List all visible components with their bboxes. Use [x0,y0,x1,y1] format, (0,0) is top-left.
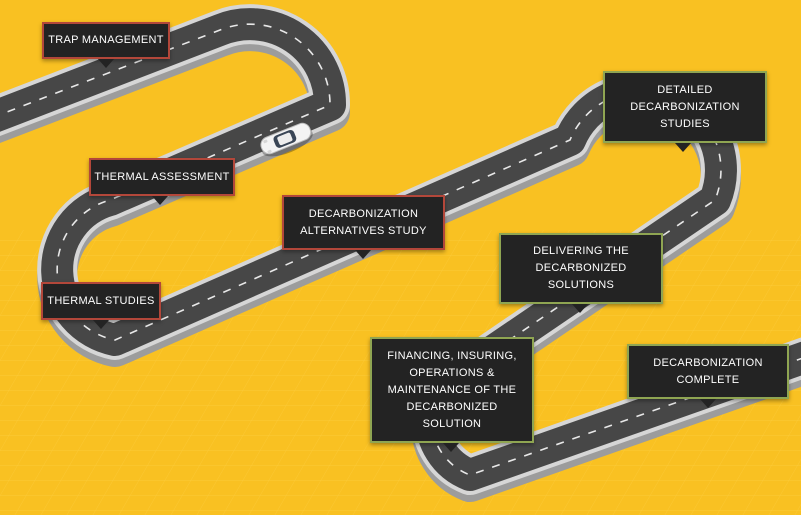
milestone-detailed-decarbonization-studies: DETAILED DECARBONIZATION STUDIES [603,71,767,143]
milestone-label: THERMAL ASSESSMENT [94,170,230,183]
milestone-pointer [675,143,691,152]
milestone-label: TRAP MANAGEMENT [48,34,164,46]
milestone-thermal-studies: THERMAL STUDIES [41,282,161,320]
milestone-pointer [355,250,371,259]
milestone-label: DETAILED DECARBONIZATION STUDIES [630,83,740,130]
milestone-decarbonization-complete: DECARBONIZATION COMPLETE [627,344,789,399]
milestone-pointer [93,320,109,329]
milestone-label: DECARBONIZATION ALTERNATIVES STUDY [300,207,427,237]
milestone-label: DELIVERING THE DECARBONIZED SOLUTIONS [533,245,629,291]
milestone-pointer [152,196,168,205]
milestone-decarbonization-alternatives-study: DECARBONIZATION ALTERNATIVES STUDY [282,195,445,250]
milestone-pointer [572,304,588,313]
milestone-delivering-decarbonized-solutions: DELIVERING THE DECARBONIZED SOLUTIONS [499,233,663,304]
milestone-pointer [98,59,114,68]
milestone-trap-management: TRAP MANAGEMENT [42,22,170,59]
milestone-pointer [443,443,459,452]
milestone-label: THERMAL STUDIES [47,294,155,307]
milestone-pointer [700,399,716,408]
milestone-thermal-assessment: THERMAL ASSESSMENT [89,158,235,196]
car-icon [260,122,313,157]
milestone-label: DECARBONIZATION COMPLETE [653,356,763,386]
milestone-label: FINANCING, INSURING, OPERATIONS & MAINTE… [387,349,517,430]
milestone-financing-insuring-operations: FINANCING, INSURING, OPERATIONS & MAINTE… [370,337,534,443]
